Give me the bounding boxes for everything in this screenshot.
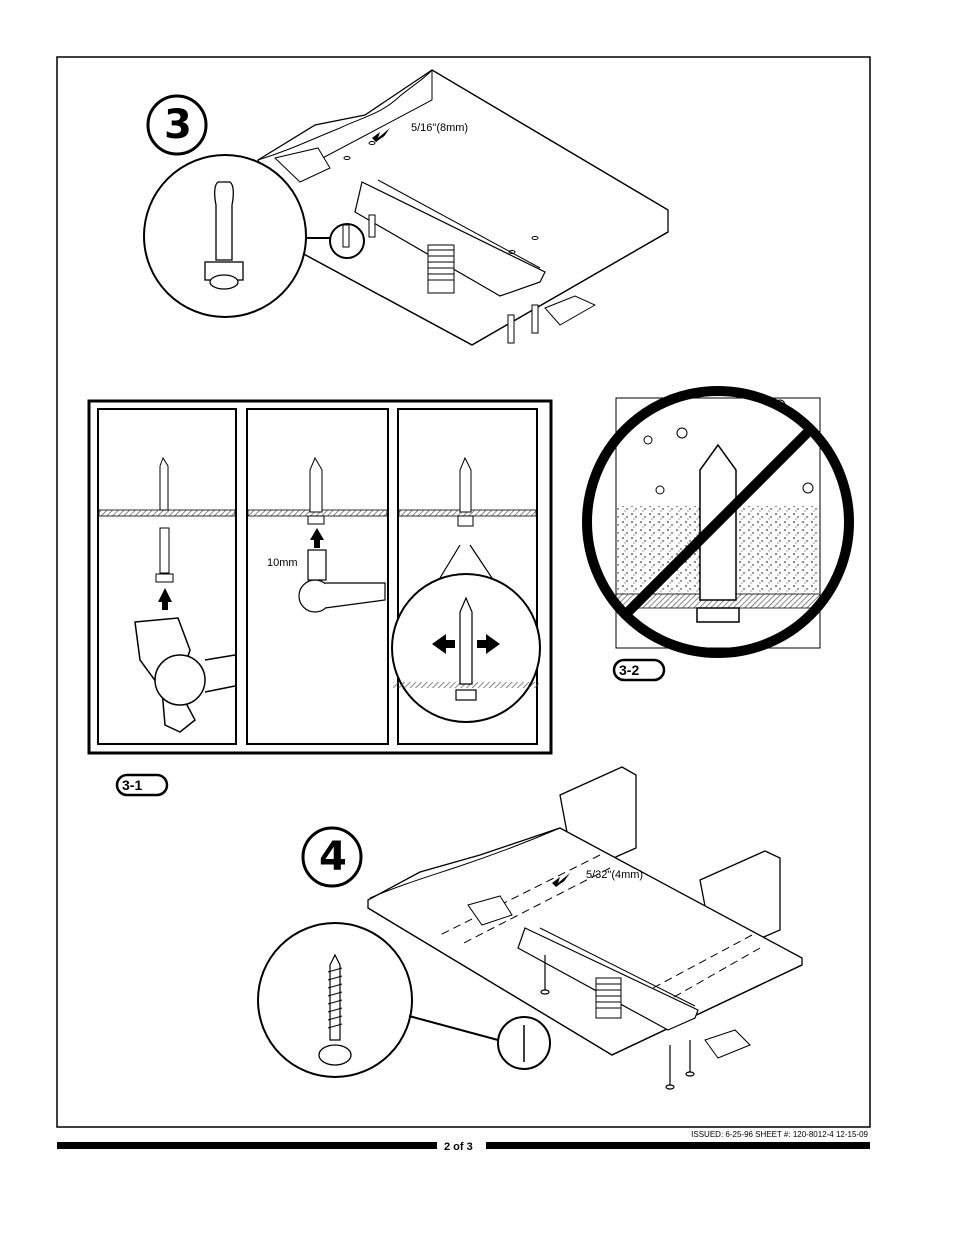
step-3-1-panels (87, 399, 553, 797)
step-3-hole-size: 5/16"(8mm) (411, 122, 469, 134)
footer-bar-left (57, 1142, 437, 1149)
step-3-illustration (143, 69, 669, 346)
step-3-1-badge (115, 773, 169, 797)
step-3-badge (146, 94, 208, 156)
step-3-1-socket-size: 10mm (267, 557, 298, 569)
step-4-illustration (257, 766, 803, 1090)
footer-bar-right (486, 1142, 870, 1149)
step-4-hole-size: 5/32"(4mm) (586, 869, 644, 881)
step-4-number: 4 (319, 834, 347, 880)
step-3-1-label: 3-1 (122, 777, 143, 793)
page-number: 2 of 3 (441, 1141, 476, 1153)
footer-issued: ISSUED: 6-25-96 SHEET #: 120-8012-4 12-1… (691, 1130, 868, 1139)
step-3-number: 3 (164, 102, 192, 148)
step-3-2-label: 3-2 (619, 662, 640, 678)
page-frame (56, 56, 871, 1128)
step-3-2-warning (582, 386, 854, 682)
step-4-badge (301, 826, 363, 888)
step-3-2-badge (612, 658, 666, 682)
